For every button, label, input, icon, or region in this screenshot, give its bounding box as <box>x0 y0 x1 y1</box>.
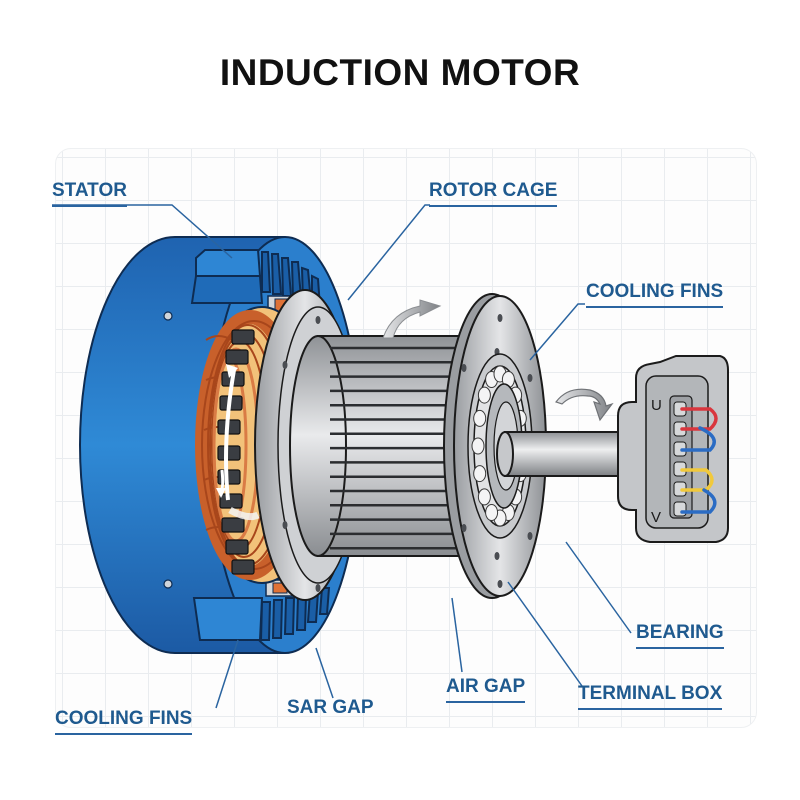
rotation-arrow-top <box>382 299 442 339</box>
label-stator: STATOR <box>52 180 127 207</box>
bearing-ball <box>473 409 487 427</box>
leader-bearing <box>565 541 632 634</box>
bottom-cooling-fins <box>192 579 331 641</box>
label-bearing: BEARING <box>636 622 724 649</box>
leader-terminal-box <box>507 581 583 687</box>
rotation-arrow-shaft <box>555 388 614 422</box>
bearing-ball <box>477 386 491 404</box>
bearing-ball <box>477 488 491 506</box>
leader-cooling-fins-bottom <box>215 639 239 709</box>
leader-cooling-fins-top <box>529 303 585 361</box>
label-cooling-fins-top: COOLING FINS <box>586 281 724 308</box>
bearing-ball <box>471 437 485 455</box>
bearing-ball <box>473 465 487 483</box>
leader-rotor-cage <box>347 204 430 301</box>
terminal-box: U V <box>617 355 729 543</box>
bearing-ball <box>485 504 499 521</box>
rotor-cage <box>254 289 464 601</box>
label-sar-gap: SAR GAP <box>287 697 374 718</box>
label-terminal-box: TERMINAL BOX <box>578 683 723 710</box>
label-air-gap: AIR GAP <box>446 676 526 703</box>
leader-sar-gap <box>315 647 334 699</box>
leader-air-gap <box>451 597 463 673</box>
diagram-title: INDUCTION MOTOR <box>219 52 581 93</box>
rotor-bars <box>330 346 458 550</box>
terminal-u-letter: U <box>651 397 662 414</box>
label-rotor-cage: ROTOR CAGE <box>429 180 558 207</box>
terminal-v-letter: V <box>651 509 661 526</box>
label-cooling-fins-bottom: COOLING FINS <box>55 708 193 735</box>
shaft <box>496 431 621 477</box>
